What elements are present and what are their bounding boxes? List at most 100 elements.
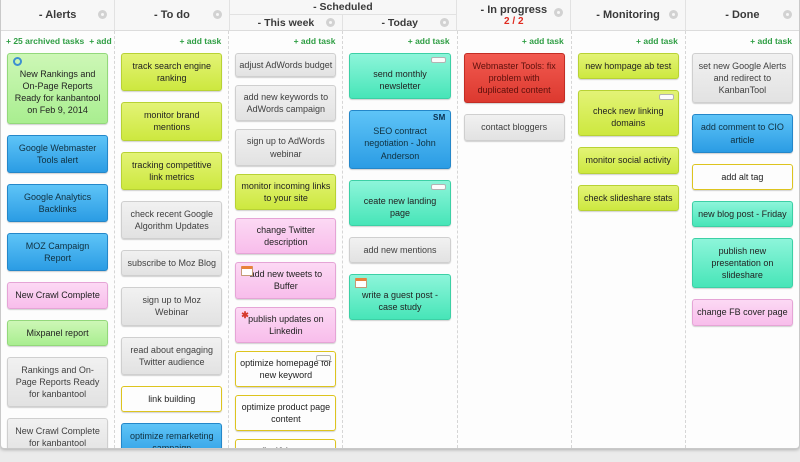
column-header-alerts: - Alerts xyxy=(1,0,116,30)
column-monitoring: + add task new hompage ab test check new l… xyxy=(572,31,686,448)
card[interactable]: contact bloggers xyxy=(463,114,565,141)
card[interactable]: Webmaster Tools: fix problem with duplic… xyxy=(463,53,565,104)
card-title: read about engaging Twitter audience xyxy=(130,344,213,367)
progress-icon xyxy=(430,183,446,190)
card-title: tracking competitive link metrics xyxy=(131,159,212,182)
card-title: New Crawl Complete xyxy=(15,290,100,301)
card[interactable]: New Rankings and On-Page Reports Ready f… xyxy=(7,53,109,124)
card-title: New Crawl Complete for kanbantool xyxy=(15,426,100,448)
card[interactable]: Rankings and On-Page Reports Ready for k… xyxy=(7,356,109,408)
card[interactable]: add new keywords to AdWords campaign xyxy=(235,85,337,122)
card-title: optimize remarketing campaign xyxy=(129,430,214,448)
column-title: - In progress xyxy=(480,3,548,16)
column-title: - Today xyxy=(381,16,419,29)
card-title: check new linking domains xyxy=(593,106,664,129)
card-title: Rankings and On-Page Reports Ready for k… xyxy=(15,364,100,399)
card[interactable]: New Crawl Complete xyxy=(7,282,109,309)
card[interactable]: tracking competitive link metrics xyxy=(121,151,223,190)
card[interactable]: change FB cover page xyxy=(691,299,793,326)
card-title: Webmaster Tools: fix problem with duplic… xyxy=(472,61,556,96)
card[interactable]: set new Google Alerts and redirect to Ka… xyxy=(691,53,793,104)
group-title: - Scheduled xyxy=(229,0,457,15)
card[interactable]: change Twitter description xyxy=(235,217,337,255)
card[interactable]: subscribe to Moz Blog xyxy=(121,250,223,277)
archived-tasks-link[interactable]: + 25 archived tasks xyxy=(6,36,85,46)
card[interactable]: add alt tag xyxy=(691,163,793,190)
card-title: sign up to Moz Webinar xyxy=(142,295,201,318)
card[interactable]: MOZ Campaign Report xyxy=(7,233,109,272)
card[interactable]: optimize remarketing campaign xyxy=(121,422,223,448)
card-title: adjust AdWords budget xyxy=(239,60,333,70)
card-title: optimize product page content xyxy=(241,402,331,425)
add-task-link[interactable]: + add task xyxy=(179,36,222,46)
card[interactable]: new blog post - Friday xyxy=(691,200,793,227)
column-title: - Alerts xyxy=(38,9,77,21)
card-title: Google Webmaster Tools alert xyxy=(18,142,97,165)
column-links: + 25 archived tasks + add task xyxy=(1,31,114,53)
card[interactable]: ceate new landing page xyxy=(349,179,451,226)
card[interactable]: Google Webmaster Tools alert xyxy=(7,134,109,173)
add-task-link[interactable]: + add task xyxy=(293,36,336,46)
card[interactable]: new hompage ab test xyxy=(577,53,679,80)
card[interactable]: Google Analytics Backlinks xyxy=(7,183,109,223)
card[interactable]: track search engine ranking xyxy=(121,53,223,92)
add-task-link[interactable]: + add task xyxy=(750,36,792,46)
gear-icon[interactable] xyxy=(440,17,450,27)
card[interactable]: check new linking domains xyxy=(577,90,679,137)
card[interactable]: check recent Google Algorithm Updates xyxy=(121,200,223,240)
card-title: contact bloggers xyxy=(481,122,548,133)
column-links: + add task xyxy=(343,31,456,53)
card[interactable]: publish new presentation on slideshare xyxy=(691,237,793,289)
column-links: + add task xyxy=(458,31,571,53)
gear-icon[interactable] xyxy=(782,10,792,19)
card-title: monitor incoming links to your site xyxy=(241,180,331,203)
card[interactable]: add new tweets to Buffer xyxy=(235,262,337,299)
add-task-link[interactable]: + add task xyxy=(636,36,678,46)
card[interactable]: sign up to Moz Webinar xyxy=(121,287,223,326)
card[interactable]: adjust AdWords budget xyxy=(235,53,337,78)
card[interactable]: monitor incoming links to your site xyxy=(235,173,337,210)
column-title: - This week xyxy=(257,16,315,29)
gear-icon[interactable] xyxy=(554,8,564,17)
column-alerts: + 25 archived tasks + add taskNew Ranking… xyxy=(1,31,116,448)
gear-icon[interactable] xyxy=(212,10,222,19)
card[interactable]: add comment to CIO article xyxy=(691,114,793,153)
card-title: change Twitter description xyxy=(256,224,316,248)
card-title: publish updates on Linkedin xyxy=(248,313,324,336)
add-task-link[interactable]: + add task xyxy=(521,36,564,46)
gear-icon[interactable] xyxy=(98,10,108,19)
card[interactable]: write a guest post - case study xyxy=(349,274,451,321)
card[interactable]: check slideshare stats xyxy=(577,184,679,211)
gear-icon[interactable] xyxy=(326,17,336,27)
column-title: - Monitoring xyxy=(596,9,660,21)
card[interactable]: optimize product page content xyxy=(235,395,337,432)
add-task-link[interactable]: + add task xyxy=(89,36,114,46)
column-links: + add task xyxy=(572,31,685,53)
add-task-link[interactable]: + add task xyxy=(407,36,450,46)
card[interactable]: optimize homepage for new keyword xyxy=(235,350,337,388)
card-title: check recent Google Algorithm Updates xyxy=(130,208,213,231)
column-header-done: - Done xyxy=(685,0,799,30)
card[interactable]: New Crawl Complete for kanbantool xyxy=(7,418,109,448)
card[interactable]: read about engaging Twitter audience xyxy=(121,336,223,375)
card-title: SEO contract negotiation - John Anderson xyxy=(364,126,436,161)
column-header-monitoring: - Monitoring xyxy=(571,0,686,30)
card[interactable]: publish updates on Linkedin xyxy=(235,306,337,343)
card[interactable]: send monthly newsletter xyxy=(349,53,451,100)
card[interactable]: monitor brand mentions xyxy=(121,102,223,141)
card[interactable]: sign up to AdWords webinar xyxy=(235,129,337,166)
card[interactable]: monitor social activity xyxy=(577,147,679,174)
gear-icon[interactable] xyxy=(668,10,678,19)
card[interactable]: link building xyxy=(121,385,223,412)
card-title: set new Google Alerts and redirect to Ka… xyxy=(698,61,787,96)
card-title: sign up to AdWords webinar xyxy=(246,136,325,159)
card[interactable]: Mixpanel report xyxy=(7,319,109,346)
calendar-icon xyxy=(355,278,368,289)
card-title: ceate new landing page xyxy=(363,195,437,218)
column-this-week: + add task adjust AdWords budget add new k… xyxy=(229,31,344,448)
card[interactable]: add new mentions xyxy=(349,236,451,264)
card[interactable]: fix 404 error xyxy=(235,439,337,448)
column-links: + add task xyxy=(686,31,799,53)
